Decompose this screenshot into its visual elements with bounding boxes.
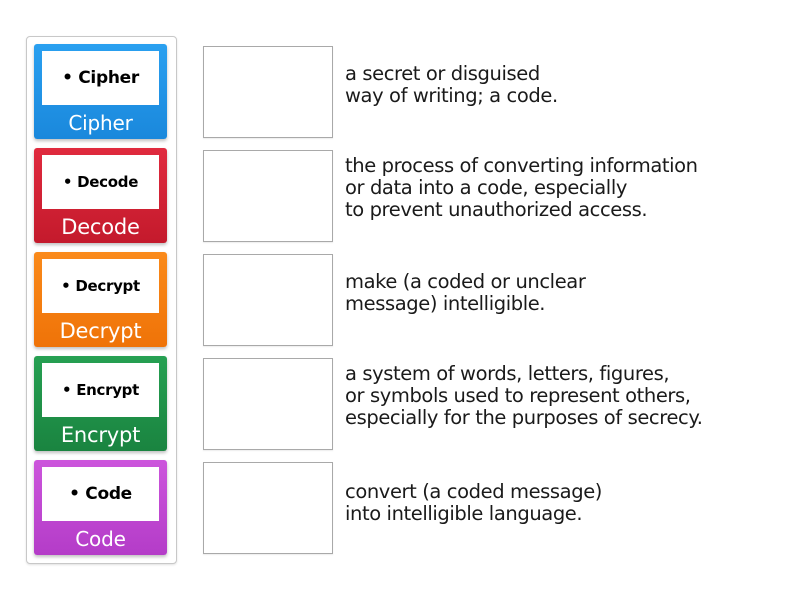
card-decrypt[interactable]: • Decrypt Decrypt bbox=[34, 252, 167, 347]
definition-4: a system of words, letters, figures, or … bbox=[345, 362, 703, 429]
drop-box-2[interactable] bbox=[203, 150, 333, 242]
drop-box-1[interactable] bbox=[203, 46, 333, 138]
card-decode-text: • Decode bbox=[42, 155, 159, 209]
card-encrypt[interactable]: • Encrypt Encrypt bbox=[34, 356, 167, 451]
card-decrypt-label: Decrypt bbox=[59, 319, 142, 343]
card-cipher-label: Cipher bbox=[68, 111, 133, 135]
card-code-label: Code bbox=[75, 527, 126, 551]
drop-box-5[interactable] bbox=[203, 462, 333, 554]
definition-5: convert (a coded message) into intelligi… bbox=[345, 480, 603, 525]
card-code[interactable]: • Code Code bbox=[34, 460, 167, 555]
drop-box-4[interactable] bbox=[203, 358, 333, 450]
definition-3: make (a coded or unclear message) intell… bbox=[345, 270, 586, 315]
drop-box-3[interactable] bbox=[203, 254, 333, 346]
card-decrypt-text: • Decrypt bbox=[42, 259, 159, 313]
card-decode-label: Decode bbox=[61, 215, 140, 239]
definition-1: a secret or disguised way of writing; a … bbox=[345, 62, 558, 107]
card-decode[interactable]: • Decode Decode bbox=[34, 148, 167, 243]
card-encrypt-label: Encrypt bbox=[60, 423, 141, 447]
definition-2: the process of converting information or… bbox=[345, 154, 698, 221]
card-code-text: • Code bbox=[42, 467, 159, 521]
card-cipher[interactable]: • Cipher Cipher bbox=[34, 44, 167, 139]
card-encrypt-text: • Encrypt bbox=[42, 363, 159, 417]
card-cipher-text: • Cipher bbox=[42, 51, 159, 105]
